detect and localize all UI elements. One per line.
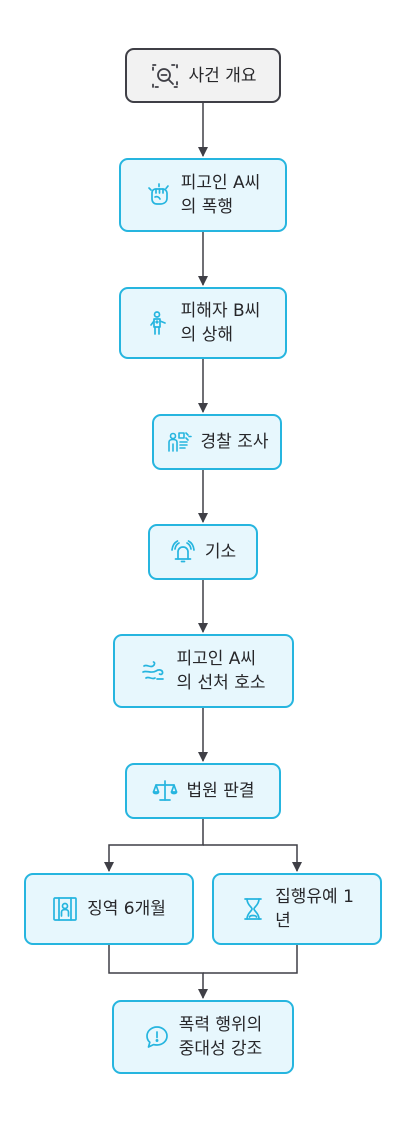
node-label: 피고인 A씨 의 폭행 xyxy=(180,173,261,217)
node-label: 피고인 A씨 의 선처 호소 xyxy=(176,649,266,693)
search-icon xyxy=(150,61,180,91)
injured-person-icon xyxy=(146,310,172,336)
node-case-overview: 사건 개요 xyxy=(125,48,281,103)
node-defendant-plea: 피고인 A씨 의 선처 호소 xyxy=(113,634,294,708)
edge-probation-to-emphasis xyxy=(203,945,298,974)
edge-prison-to-emphasis xyxy=(108,945,208,999)
hourglass-icon xyxy=(240,896,266,922)
speech-exclamation-icon xyxy=(144,1024,170,1050)
wind-icon xyxy=(141,658,167,684)
edge-ruling-to-probation xyxy=(203,844,302,872)
node-prison-sentence: 징역 6개월 xyxy=(24,873,194,945)
edge-ruling-to-prison xyxy=(104,819,204,872)
fist-icon xyxy=(146,182,172,208)
investigator-icon xyxy=(166,429,192,455)
node-probation: 집행유예 1 년 xyxy=(212,873,382,945)
node-label: 피해자 B씨 의 상해 xyxy=(180,301,261,345)
node-label: 경찰 조사 xyxy=(200,432,269,452)
node-label: 법원 판결 xyxy=(186,781,255,801)
prison-bars-icon xyxy=(52,896,78,922)
node-label: 집행유예 1 년 xyxy=(275,887,354,931)
scales-icon xyxy=(152,778,178,804)
node-victim-injury: 피해자 B씨 의 상해 xyxy=(119,287,287,359)
node-label: 징역 6개월 xyxy=(87,899,166,919)
node-defendant-assault: 피고인 A씨 의 폭행 xyxy=(119,158,287,232)
node-indictment: 기소 xyxy=(148,524,258,580)
node-violence-emphasis: 폭력 행위의 중대성 강조 xyxy=(112,1000,294,1074)
alarm-bell-icon xyxy=(170,539,196,565)
node-label: 사건 개요 xyxy=(188,65,257,86)
node-police-investigation: 경찰 조사 xyxy=(152,414,282,470)
node-court-ruling: 법원 판결 xyxy=(125,763,281,819)
node-label: 기소 xyxy=(204,542,237,562)
node-label: 폭력 행위의 중대성 강조 xyxy=(178,1015,263,1059)
